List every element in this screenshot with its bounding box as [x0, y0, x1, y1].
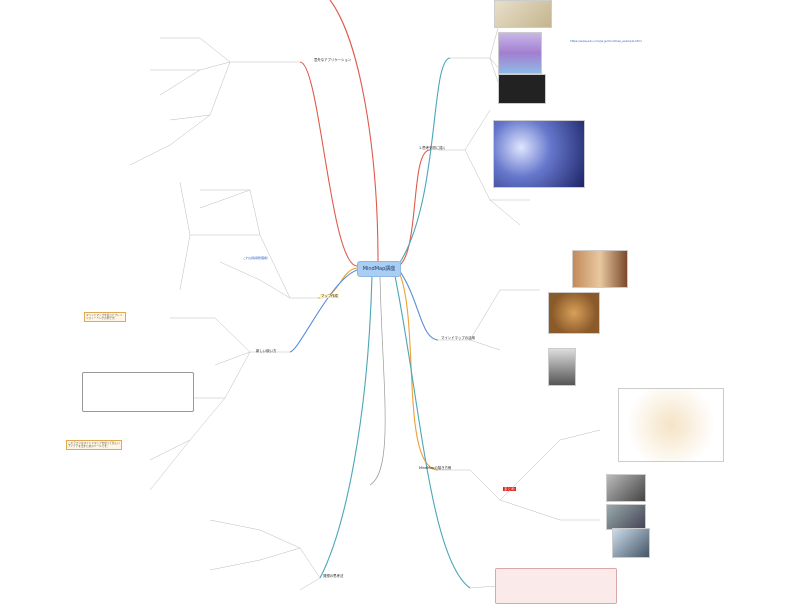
thumbnail-image	[606, 474, 646, 502]
blue-caption: これは情報整理術！	[243, 256, 271, 260]
note-box-1: マインドマップを使ったブレインストーミングの例です。	[84, 312, 126, 323]
branch-right-top[interactable]: 1.思考を図に描く	[419, 146, 446, 150]
thumbnail-image	[612, 528, 650, 558]
highlight-topic[interactable]: まとめ	[503, 487, 516, 491]
note-box-2: このアプリはマインドマップを使って新しいアイデアを出すためのツールです。	[66, 440, 122, 451]
branch-right-mid[interactable]: マインドマップの活用	[441, 336, 475, 340]
group-box	[82, 372, 194, 412]
thumbnail-image	[548, 348, 576, 386]
thumbnail-image	[494, 0, 552, 28]
thumbnail-image	[606, 504, 646, 530]
group-box	[495, 568, 617, 604]
branch-left-low[interactable]: 新しい使い方	[256, 349, 277, 353]
branch-right-low[interactable]: MindMapの描き方例	[419, 466, 452, 470]
central-topic[interactable]: MindMap講座	[357, 261, 401, 277]
branch-bottom-left[interactable]: 発想の思考法	[323, 574, 344, 578]
link-url[interactable]: https://www.edu.com/ja-jp/mindmap_exampl…	[570, 39, 642, 43]
thumbnail-image	[498, 74, 546, 104]
branch-left-mid[interactable]: マップ作成	[320, 294, 339, 298]
thumbnail-image	[618, 388, 724, 462]
branch-top[interactable]: 意外なアプリケーション	[314, 58, 352, 62]
thumbnail-image	[493, 120, 585, 188]
thumbnail-image	[498, 32, 542, 74]
thumbnail-image	[548, 292, 600, 334]
thumbnail-image	[572, 250, 628, 288]
